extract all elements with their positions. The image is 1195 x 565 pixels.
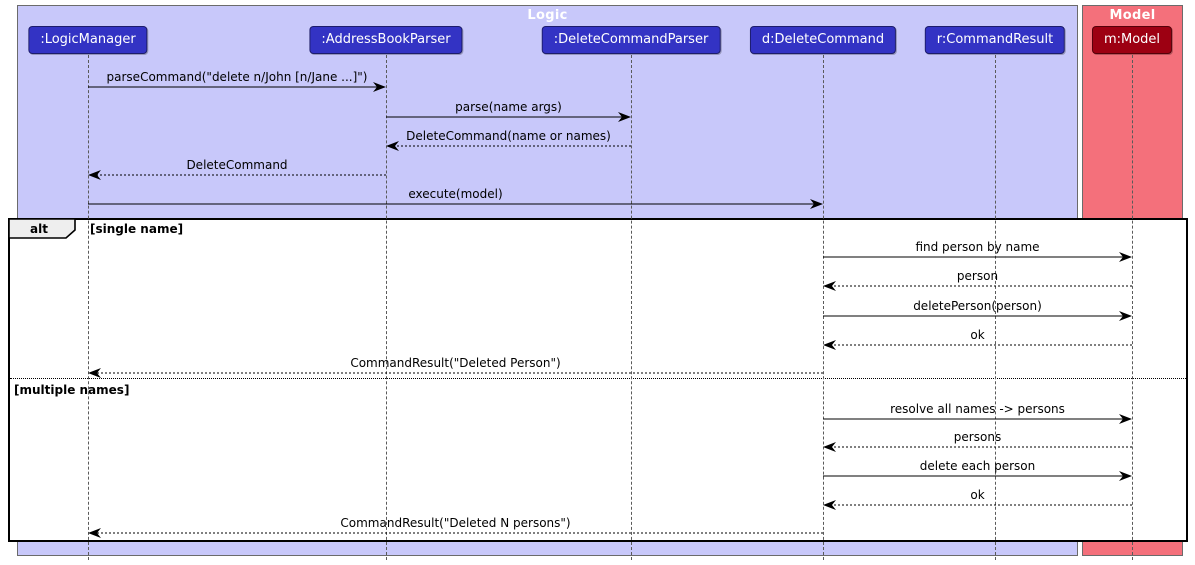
message-label-9: CommandResult("Deleted Person") (350, 356, 561, 370)
message-label-5: find person by name (915, 240, 1040, 254)
lifeline-addressbookparser (386, 55, 387, 560)
message-label-12: delete each person (919, 459, 1036, 473)
message-label-0: parseCommand("delete n/John [n/Jane ...]… (106, 70, 368, 84)
alt-operator-label: alt (30, 222, 48, 236)
participant-deletecommandparser: :DeleteCommandParser (541, 26, 721, 54)
alt-guard-multiple-names: [multiple names] (14, 383, 130, 397)
message-label-6: person (956, 269, 999, 283)
alt-frame: alt [single name] [multiple names] (8, 218, 1188, 542)
alt-guard-single-name: [single name] (90, 222, 184, 236)
alt-divider (10, 378, 1186, 379)
message-label-4: execute(model) (408, 187, 503, 201)
alt-operator-tab (8, 218, 76, 239)
logic-frame-title: Logic (527, 8, 568, 23)
lifeline-model (1132, 55, 1133, 560)
message-label-13: ok (970, 488, 985, 502)
participant-model: m:Model (1091, 26, 1173, 54)
lifeline-commandresult (995, 55, 996, 560)
lifeline-logicmanager (88, 55, 89, 560)
message-label-3: DeleteCommand (186, 158, 288, 172)
participant-addressbookparser: :AddressBookParser (309, 26, 463, 54)
message-label-1: parse(name args) (455, 100, 562, 114)
message-label-2: DeleteCommand(name or names) (406, 129, 611, 143)
lifeline-deletecommand (823, 55, 824, 560)
message-label-10: resolve all names -> persons (890, 402, 1065, 416)
message-label-14: CommandResult("Deleted N persons") (340, 516, 571, 530)
message-label-11: persons (953, 430, 1002, 444)
message-label-7: deletePerson(person) (913, 299, 1042, 313)
participant-commandresult: r:CommandResult (924, 26, 1066, 54)
participant-deletecommand: d:DeleteCommand (749, 26, 897, 54)
message-label-8: ok (970, 328, 985, 342)
participant-logicmanager: :LogicManager (28, 26, 148, 54)
lifeline-deletecommandparser (631, 55, 632, 560)
model-frame-title: Model (1109, 8, 1156, 23)
